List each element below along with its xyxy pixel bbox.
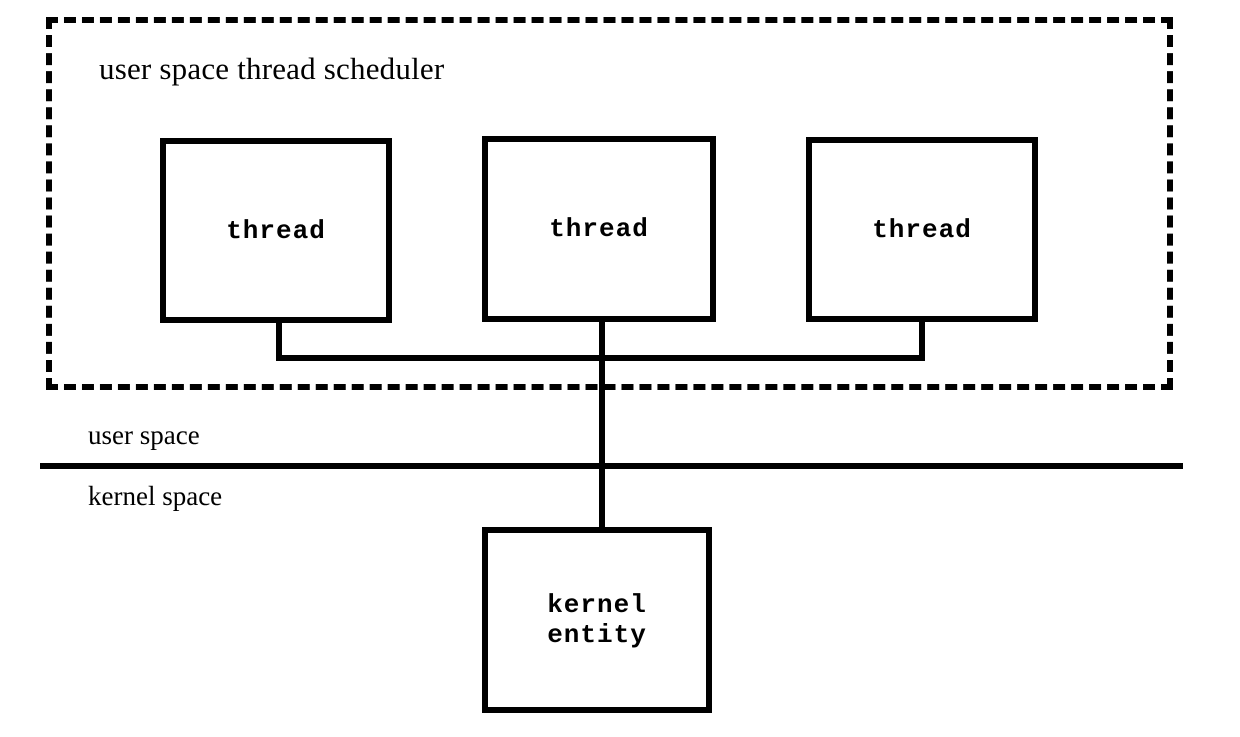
user-space-thread-scheduler-region [46, 17, 1173, 390]
kernel-space-label: kernel space [88, 481, 223, 511]
connector-trunk-to-kernel-entity [599, 355, 605, 530]
kernel-entity-box-label: kernel entity [547, 590, 647, 650]
thread-box-1-label: thread [226, 215, 326, 246]
scheduler-region-title: user space thread scheduler [99, 51, 445, 86]
thread-box-2: thread [482, 136, 716, 322]
thread-box-3-label: thread [872, 214, 972, 245]
connector-thread-1-stub [276, 317, 282, 361]
user-kernel-space-divider [40, 463, 1183, 469]
user-space-label: user space [88, 420, 200, 450]
kernel-entity-box: kernel entity [482, 527, 712, 713]
thread-box-1: thread [160, 138, 392, 323]
connector-thread-3-stub [919, 317, 925, 361]
thread-box-3: thread [806, 137, 1038, 322]
connector-thread-2-stub [599, 316, 605, 361]
thread-box-2-label: thread [549, 214, 649, 244]
